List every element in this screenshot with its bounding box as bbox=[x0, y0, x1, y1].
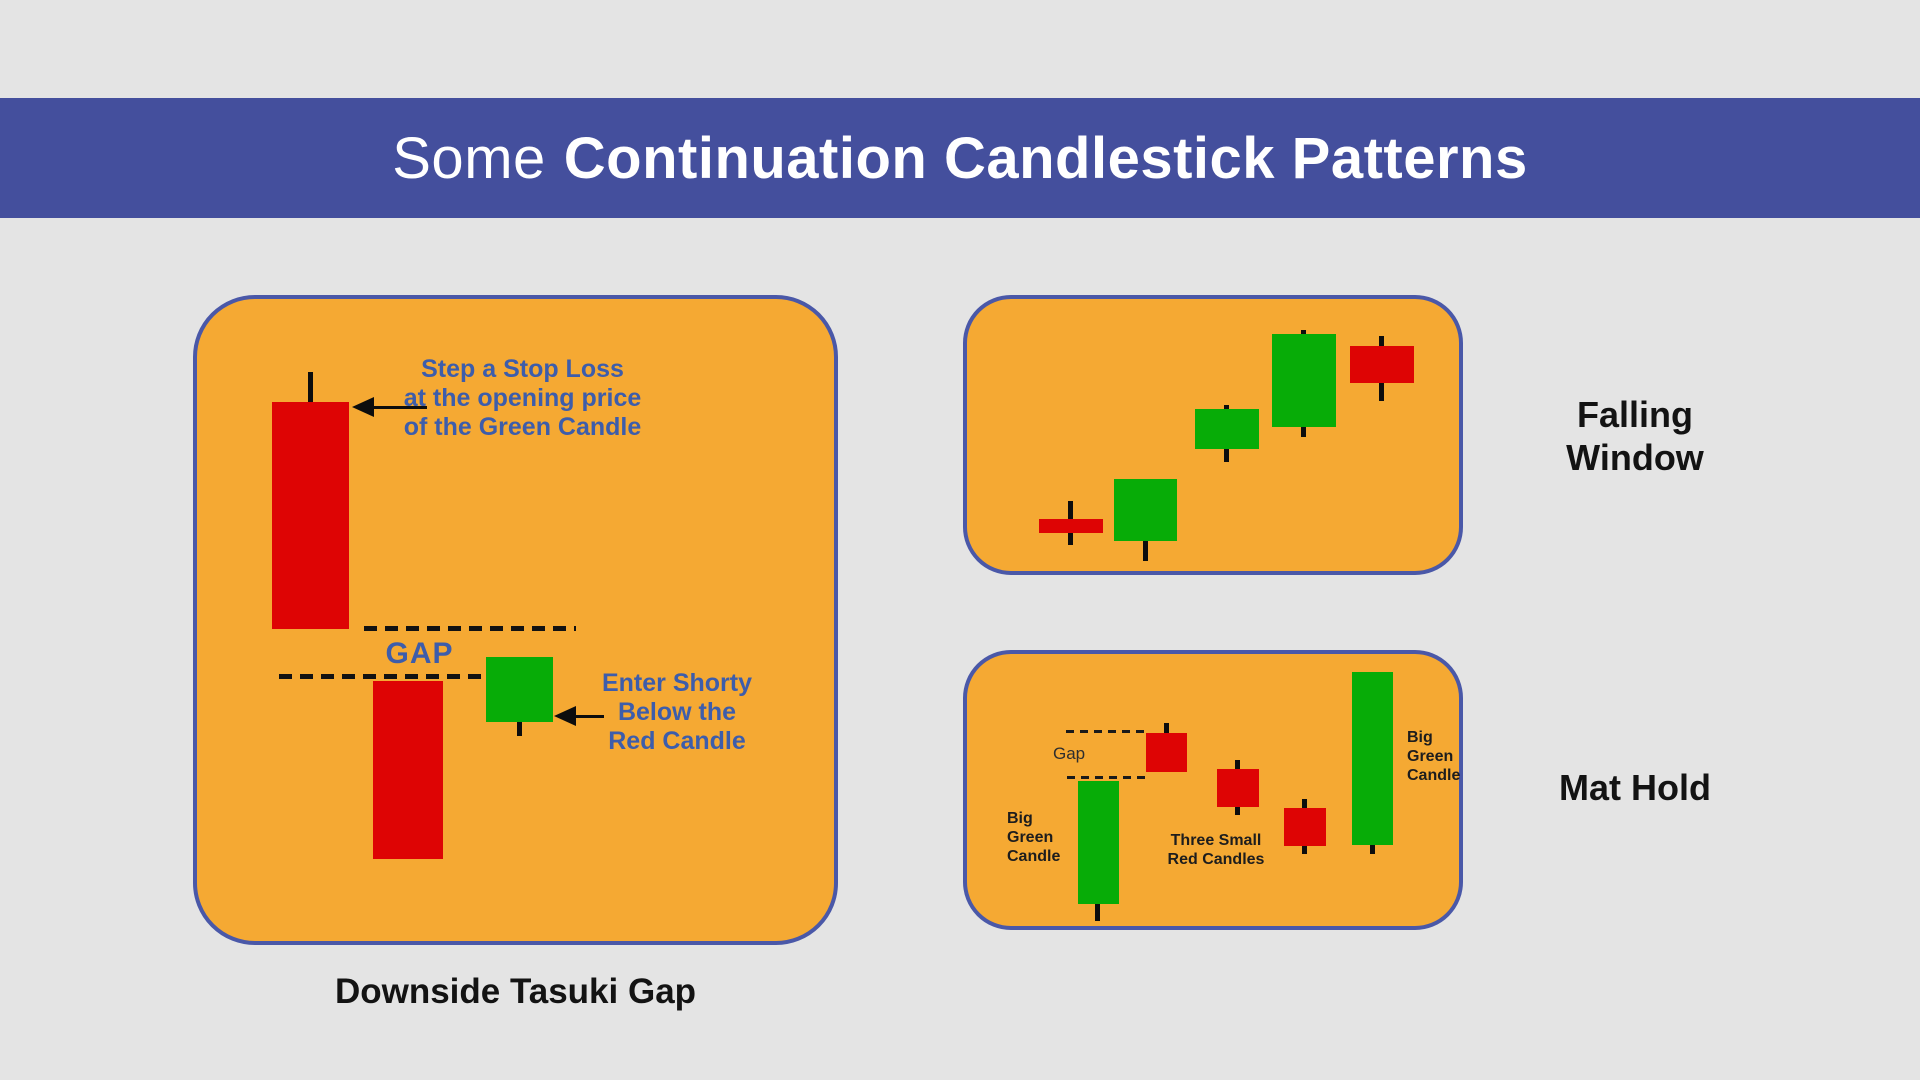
label-line: Red Candles bbox=[1167, 850, 1265, 868]
green-candle bbox=[1195, 409, 1259, 449]
title-prefix: Some bbox=[392, 125, 546, 191]
panel-mat-hold: Gap Big Green Candle Three Small Red Can… bbox=[963, 650, 1463, 930]
red-candle bbox=[1284, 808, 1326, 846]
annotation-line: of the Green Candle bbox=[403, 413, 642, 441]
red-candle bbox=[1039, 519, 1103, 533]
red-candle bbox=[1146, 733, 1187, 772]
three-small-red-candles-label: Three Small Red Candles bbox=[1141, 832, 1291, 870]
big-green-candle-label-left: Big Green Candle bbox=[1007, 810, 1060, 867]
panel-falling-window bbox=[963, 295, 1463, 575]
arrow-line bbox=[374, 405, 427, 409]
label-line: Candle bbox=[1007, 847, 1061, 865]
label-line: Falling bbox=[1577, 394, 1693, 435]
annotation-line: Enter Shorty bbox=[601, 669, 753, 697]
arrow-head bbox=[352, 397, 374, 417]
green-candle bbox=[1078, 781, 1119, 904]
left-arrow-icon bbox=[352, 397, 427, 417]
red-candle bbox=[272, 402, 349, 629]
label-line: Candle bbox=[1407, 766, 1461, 784]
big-green-candle-label-right: Big Green Candle bbox=[1407, 729, 1460, 786]
green-candle bbox=[486, 657, 553, 722]
label-line: Big bbox=[1007, 810, 1033, 827]
candle-wick bbox=[1095, 899, 1100, 921]
title-banner: Some Continuation Candlestick Patterns bbox=[0, 98, 1920, 218]
red-candle bbox=[373, 681, 443, 859]
label-line: Green bbox=[1407, 747, 1454, 765]
left-arrow-icon bbox=[554, 706, 604, 726]
green-candle bbox=[1272, 334, 1336, 427]
gap-dashed-line bbox=[279, 674, 497, 679]
annotation-line: at the opening price bbox=[403, 384, 642, 412]
arrow-line bbox=[576, 714, 604, 718]
annotation-line: Below the bbox=[617, 698, 737, 726]
pattern-label-falling-window: Falling Window bbox=[1500, 393, 1770, 479]
title-emphasis: Continuation Candlestick Patterns bbox=[563, 125, 1528, 191]
gap-dashed-line bbox=[364, 626, 576, 631]
candle-wick bbox=[1370, 840, 1375, 854]
pattern-label-mat-hold: Mat Hold bbox=[1559, 767, 1711, 808]
label-line: Green bbox=[1007, 828, 1054, 846]
red-candle bbox=[1217, 769, 1259, 807]
arrow-head bbox=[554, 706, 576, 726]
green-candle bbox=[1114, 479, 1177, 541]
mat-hold-candle-layer bbox=[967, 654, 1459, 926]
label-line: Big bbox=[1407, 729, 1433, 746]
falling-window-candle-layer bbox=[967, 299, 1459, 571]
label-line: Three Small bbox=[1170, 832, 1262, 849]
candle-wick bbox=[517, 717, 522, 736]
stop-loss-annotation: Step a Stop Loss at the opening price of… bbox=[365, 355, 680, 442]
annotation-line: Red Candle bbox=[608, 727, 746, 755]
red-candle bbox=[1350, 346, 1414, 383]
gap-label: Gap bbox=[1053, 744, 1086, 763]
candle-wick bbox=[1164, 723, 1169, 739]
pattern-caption-downside-tasuki-gap: Downside Tasuki Gap bbox=[334, 972, 697, 1011]
label-line: Window bbox=[1566, 437, 1704, 479]
panel-downside-tasuki-gap: Step a Stop Loss at the opening price of… bbox=[193, 295, 838, 945]
tasuki-candle-layer bbox=[197, 299, 834, 941]
annotation-line: Step a Stop Loss bbox=[421, 355, 624, 383]
candle-wick bbox=[308, 372, 313, 409]
gap-dashed-line bbox=[1067, 776, 1149, 779]
gap-dashed-line bbox=[1066, 730, 1148, 733]
gap-label: GAP bbox=[385, 637, 454, 670]
enter-short-annotation: Enter Shorty Below the Red Candle bbox=[563, 669, 791, 756]
green-candle bbox=[1352, 672, 1393, 845]
